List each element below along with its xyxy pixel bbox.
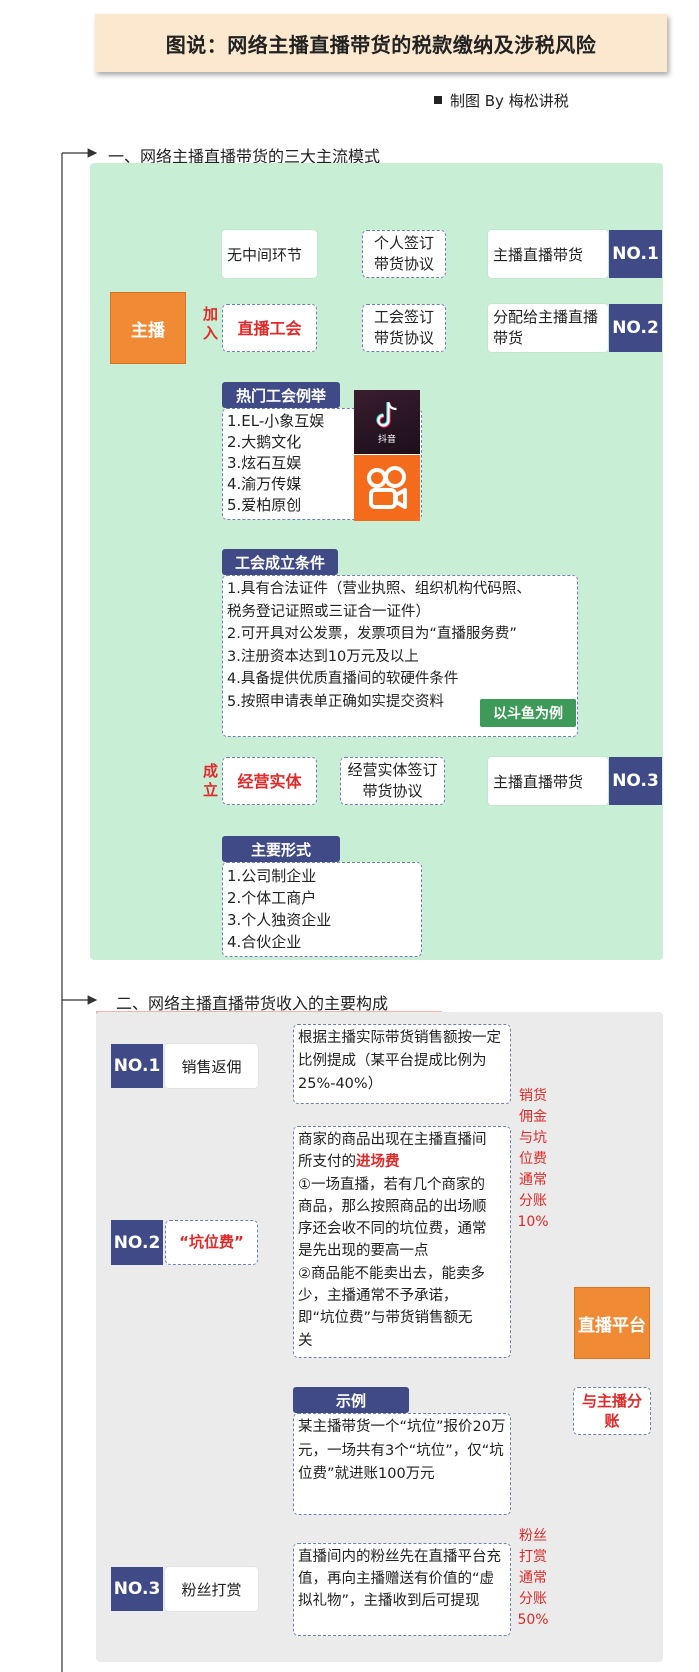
live-platform-box: 直播平台: [574, 1287, 650, 1359]
anchor-box: 主播: [110, 292, 186, 364]
desc-line: 所支付的: [298, 1154, 356, 1171]
section2-title: 二、网络主播直播带货收入的主要构成: [116, 994, 389, 1013]
income-no1-label: 销售返佣: [165, 1044, 258, 1088]
example-text: 某主播带货一个“坑位”报价20万元，一场共有3个“坑位”，仅“坑位费”就进账10…: [293, 1413, 511, 1515]
desc-line: 即“坑位费”与带货销售额无: [298, 1310, 473, 1327]
desc-line: 商品，那么按照商品的出场顺: [298, 1198, 487, 1215]
establish-label: 成立: [203, 762, 219, 799]
list-item: 1.公司制企业: [227, 867, 317, 885]
hot-unions-heading: 热门工会例举: [222, 382, 340, 408]
split-with-anchor-box: 与主播分账: [573, 1387, 651, 1435]
kuaishou-logo: [354, 455, 420, 521]
list-item: 5.爱柏原创: [227, 496, 302, 514]
row3-no-tag: NO.3: [609, 757, 662, 805]
desc-line: 序还会收不同的坑位费，通常: [298, 1221, 487, 1238]
list-item: 5.按照申请表单正确如实提交资料: [227, 693, 444, 710]
desc-line: 是先出现的要高一点: [298, 1243, 429, 1260]
row1-result: 主播直播带货: [488, 230, 608, 278]
row1-middle: 无中间环节: [222, 230, 317, 278]
row2-middle: 直播工会: [222, 304, 317, 352]
list-item: 3.注册资本达到10万元及以上: [227, 648, 419, 665]
income-no2-desc: 商家的商品出现在主播直播间 所支付的进场费 ①一场直播，若有几个商家的 商品，那…: [293, 1126, 511, 1358]
desc-line: 少，主播通常不予承诺，: [298, 1288, 458, 1305]
row2-agreement: 工会签订带货协议: [362, 304, 446, 352]
income-no3-desc: 直播间内的粉丝先在直播平台充值，再向主播赠送有价值的“虚拟礼物”，主播收到后可提…: [293, 1543, 511, 1636]
list-item: 1.EL-小象互娱: [227, 412, 325, 430]
list-item: 4.具备提供优质直播间的软硬件条件: [227, 671, 459, 687]
page-title: 图说：网络主播直播带货的税款缴纳及涉税风险: [95, 14, 667, 72]
commission-split-note: 销货佣金与坑位费通常分账10%: [517, 1088, 549, 1230]
tiktok-label: 抖音: [377, 434, 396, 445]
douyu-example-badge: 以斗鱼为例: [480, 699, 576, 727]
row1-agreement: 个人签订带货协议: [362, 230, 446, 278]
desc-line: ②商品能不能卖出去，能卖多: [298, 1265, 485, 1282]
entry-fee-highlight: 进场费: [356, 1154, 400, 1171]
forms-list: 1.公司制企业 2.个体工商户 3.个人独资企业 4.合伙企业: [222, 862, 422, 957]
list-item: 2.个体工商户: [227, 889, 317, 907]
conditions-heading: 工会成立条件: [222, 549, 338, 575]
income-no1-desc: 根据主播实际带货销售额按一定比例提成（某平台提成比例为25%-40%）: [293, 1024, 511, 1104]
kuaishou-camera-icon: [367, 466, 407, 509]
list-item: 2.可开具对公发票，发票项目为“直播服务费”: [227, 626, 517, 642]
income-no1-tag: NO.1: [111, 1044, 163, 1088]
list-item: 税务登记证照或三证合一证件）: [227, 603, 430, 620]
bullet-square-icon: [434, 95, 442, 104]
list-item: 3.个人独资企业: [227, 911, 332, 929]
income-no2-tag: NO.2: [111, 1220, 163, 1265]
list-item: 1.具有合法证件（营业执照、组织机构代码照、: [227, 581, 531, 597]
section1-panel: [90, 163, 663, 960]
desc-line: ①一场直播，若有几个商家的: [298, 1176, 485, 1193]
row1-no-tag: NO.1: [609, 230, 662, 278]
list-item: 4.合伙企业: [227, 933, 302, 951]
example-heading: 示例: [293, 1387, 409, 1413]
list-item: 4.渝万传媒: [227, 475, 302, 493]
credit-text: 制图 By 梅松讲税: [450, 92, 569, 110]
tiktok-logo: 抖音: [354, 390, 420, 454]
row3-agreement: 经营实体签订带货协议: [340, 757, 445, 805]
join-label: 加入: [203, 305, 219, 342]
row3-result: 主播直播带货: [488, 757, 608, 805]
row2-no-tag: NO.2: [609, 304, 662, 352]
desc-line: 关: [298, 1332, 313, 1349]
tip-split-note: 粉丝打赏通常分账50%: [517, 1528, 549, 1628]
list-item: 3.炫石互娱: [227, 454, 302, 472]
credit-line: 制图 By 梅松讲税: [434, 90, 569, 111]
row3-middle: 经营实体: [222, 757, 317, 805]
income-no2-label: “坑位费”: [165, 1220, 258, 1265]
income-no3-label: 粉丝打赏: [165, 1567, 258, 1611]
income-no3-tag: NO.3: [111, 1567, 163, 1611]
forms-heading: 主要形式: [222, 836, 340, 862]
section1-title: 一、网络主播直播带货的三大主流模式: [108, 147, 381, 166]
list-item: 2.大鹅文化: [227, 433, 302, 451]
tiktok-note-icon: [376, 401, 397, 428]
row2-result: 分配给主播直播带货: [488, 304, 608, 352]
desc-line: 商家的商品出现在主播直播间: [298, 1132, 487, 1148]
